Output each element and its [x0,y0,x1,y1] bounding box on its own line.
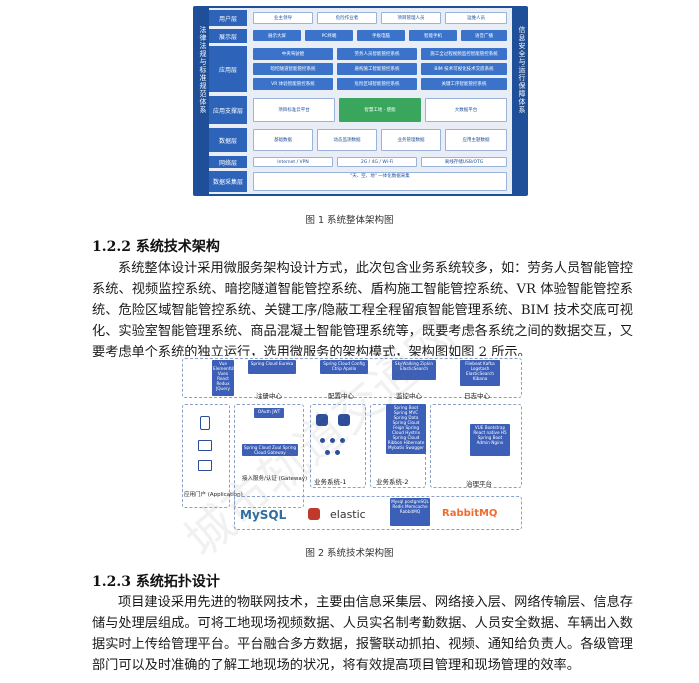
support-item: 大数据平台 [425,98,507,122]
governance-box [430,404,522,488]
user-item: 业主领导 [253,12,313,24]
section-heading-topology: 1.2.3 系统拓扑设计 [92,574,220,590]
layer-collect-label: 数据采集层 [209,171,247,192]
figure2-caption: 图 2 系统技术架构图 [305,548,394,559]
service-icon [316,414,328,426]
display-item: 展示大屏 [253,30,301,41]
filebeat-box: Filebeat Kafka Logstash ElasticSearch Ki… [460,360,500,386]
layer-user-label: 用户层 [209,10,247,26]
biz1-box [310,404,366,488]
figure1-caption: 图 1 系统整体架构图 [305,215,394,226]
section-heading-tech: 1.2.2 系统技术架构 [92,239,220,255]
node-dot [340,438,345,443]
support-item: 项目标准云平台 [253,98,335,122]
node-dot [325,450,330,455]
layer-support-label: 应用支撑层 [209,96,247,124]
app-item: 关键工序智能管控系统 [421,78,507,90]
display-item: 智能手机 [409,30,457,41]
gateway-box [234,404,304,508]
config-label: 配置中心 [328,392,354,400]
top-services-box [182,358,522,398]
app-item: 劳务人员智能管控系统 [337,48,417,60]
layer-network-label: 网络层 [209,156,247,168]
section-body-tech: 系统整体设计采用微服务架构设计方式，此次包含业务系统较多，如：劳务人员智能管控系… [92,261,633,360]
user-item: 项目管理人员 [381,12,441,24]
collect-title: "天、空、地" 一体化数据采集 [253,172,507,191]
display-item: PC终端 [305,30,353,41]
architecture-panel: 用户层 业主领导 危险作业者 项目管理人员 运维人员 展示层 展示大屏 PC终端… [209,8,512,194]
apollo-box: Spring Cloud Config Ctrip Apollo [320,360,368,374]
phone-icon [200,416,210,430]
app-item: BIM 技术可视化技术交底系统 [421,63,507,75]
admin-stack-box: VUE Bootstrap React native H5 Spring Boo… [470,424,510,456]
log-label: 日志中心 [464,392,490,400]
biz2-label: 业务系统-2 [376,478,409,486]
layer-app-label: 应用层 [209,46,247,92]
monitor-icon [198,440,212,451]
layer-data-label: 数据层 [209,128,247,152]
rabbitmq-logo: RabbitMQ [442,508,498,519]
app-item: 中央驾驶舱 [253,48,333,60]
elastic-logo: elastic [330,508,366,521]
node-dot [330,438,335,443]
right-vertical-label: 信息安全与运行保障体系 [518,26,526,114]
front-stack-box: Vue ElementUI Vuex React Redux JQuery [212,360,235,396]
db-stack-box: Mysql postgreSQL Redis Memcache RabbitMQ [390,498,430,526]
app-item: 暗挖隧道智能管控系统 [253,63,333,75]
data-group: 基础数据 [253,129,313,151]
data-group: 应用主题数据 [445,129,507,151]
gateway-label: 接入服务/认证 (Gateway) [242,476,308,482]
network-item: 2G / 4G / Wi-Fi [337,157,417,167]
skywalking-box: SkyWalking Zipkin ElasticSearch [392,360,436,380]
tech-architecture-figure: Vue ElementUI Vuex React Redux JQuery Sp… [180,356,525,534]
display-item: 手板电脑 [357,30,405,41]
data-group: 业务管理数据 [381,129,441,151]
app-item: 危险区域智能管控系统 [337,78,417,90]
portal-label: 应用门户 (Application) [184,492,243,498]
node-dot [335,450,340,455]
section-body-topology: 项目建设采用先进的物联网技术，主要由信息采集层、网络接入层、网络传输层、信息存储… [92,595,633,673]
app-item: 施工全过程视频监控智能管控系统 [421,48,507,60]
spring-stack-box: Spring Boot Spring MVC Spring Data Sprin… [386,404,426,454]
oauth-box: OAuth JWT [254,408,284,418]
user-item: 运维人员 [445,12,507,24]
app-item: 盾构施工智能管控系统 [337,63,417,75]
mysql-logo: MySQL [240,508,287,522]
portal-box [182,404,230,508]
desktop-icon [198,460,212,471]
network-item: Internet / VPN [253,157,333,167]
data-group: 动态监测数据 [317,129,377,151]
node-dot [320,438,325,443]
network-item: 离线存储USB/OTG [421,157,507,167]
redis-icon [308,508,320,520]
layer-display-label: 展示层 [209,29,247,43]
biz1-label: 业务系统-1 [314,478,347,486]
system-architecture-figure: 法律法规与标准规范体系 信息安全与运行保障体系 用户层 业主领导 危险作业者 项… [193,6,528,196]
registry-label: 注册中心 [256,392,282,400]
governance-label: 治理平台 [466,480,492,488]
app-item: VR 体验智能管控系统 [253,78,333,90]
eureka-box: Spring Cloud Eureka [248,360,296,374]
display-item: 语音广播 [461,30,507,41]
user-item: 危险作业者 [317,12,377,24]
support-item: 智慧工地 · 使能 [339,98,421,122]
left-vertical-label: 法律法规与标准规范体系 [199,26,207,114]
monitor-label: 监控中心 [396,392,422,400]
service-icon [338,414,350,426]
storage-box [234,496,522,530]
zuul-box: Spring Cloud Zuul Spring Cloud Gateway [242,444,298,456]
